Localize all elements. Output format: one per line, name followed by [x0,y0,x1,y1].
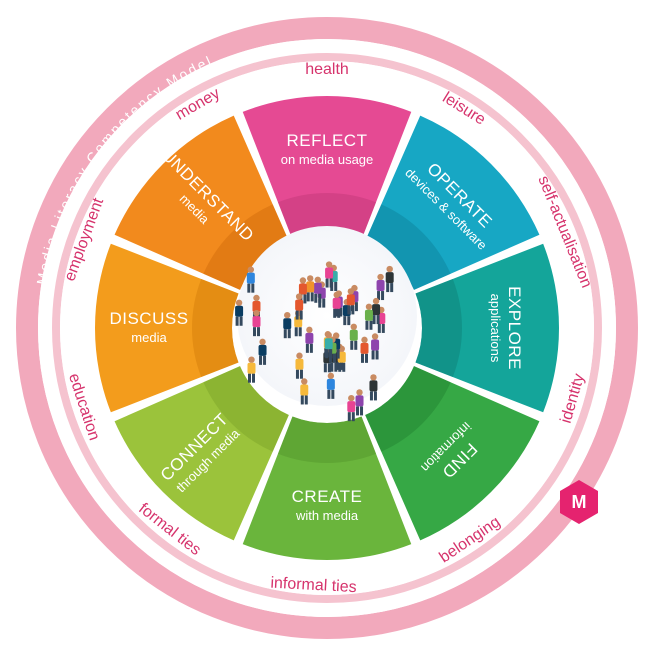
segment-subtitle: with media [295,508,359,523]
segment-title: DISCUSS [109,309,188,328]
person-figure [306,275,315,302]
segment-inner-shade [365,366,451,452]
person-figure [247,356,256,383]
person-figure [360,336,369,363]
segment-reflect: REFLECT on media usage [242,96,412,240]
segment-label: DISCUSS media [109,309,188,345]
person-figure [355,389,364,416]
person-figure [283,311,292,339]
logo-glyph: M [572,492,587,512]
person-figure [235,299,244,326]
crowd-area [237,226,417,406]
segment-inner-shade [415,278,462,378]
segment-title: EXPLORE [505,286,524,370]
person-figure [349,323,358,350]
person-figure [295,293,304,320]
person-figure [324,331,333,359]
person-figure [325,261,334,288]
person-figure [313,276,322,303]
segment-title: CREATE [292,487,363,506]
outer-ring [16,17,638,639]
person-figure [305,326,314,353]
person-figure [246,266,255,293]
ring-word: informal ties [270,575,357,597]
segment-subtitle: applications [488,294,503,363]
segment-inner-shade [277,193,377,240]
person-figure [332,291,341,318]
person-figure [326,372,335,399]
segment-discuss: DISCUSS media [95,243,239,413]
person-figure [371,333,380,360]
segment-inner-shade [277,416,377,464]
segment-subtitle: on media usage [281,152,374,167]
segment-inner-shade [192,278,239,378]
inner-ring [52,53,602,603]
person-figure [369,374,378,401]
person-figure [364,303,373,330]
segment-inner-shade [203,204,289,290]
ring-word: health [305,61,349,78]
person-figure [300,378,309,405]
inner-band [38,39,616,617]
person-figure [372,297,381,325]
segment-subtitle: media [131,330,167,345]
person-figure [252,309,261,337]
person-figure [376,273,385,301]
person-figure [346,288,355,315]
segment-create: CREATE with media [242,416,412,560]
person-figure [295,352,304,379]
person-figure [347,394,356,422]
media-literacy-logo-icon: M [560,480,598,524]
segment-title: REFLECT [287,131,368,150]
person-figure [258,338,267,365]
segment-inner-shade [203,366,289,452]
segment-inner-shade [365,204,451,290]
people-crowd-icon [235,261,394,422]
person-figure [385,265,394,293]
segment-label: CREATE with media [292,487,363,523]
segment-label: REFLECT on media usage [281,131,374,167]
